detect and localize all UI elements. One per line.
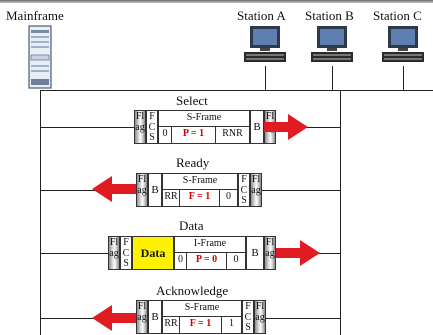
station-c-label: Station C [373, 8, 422, 23]
station-c-drop-line [403, 66, 404, 90]
select-label: Select [176, 93, 208, 108]
poll-bit-field: P = 1 [172, 127, 216, 143]
acknowledge-frame: Flag B S-Frame RR F = 1 1 FCS Flag [136, 300, 266, 334]
left-arrow-icon [92, 176, 136, 202]
right-arrow-icon [276, 240, 320, 266]
network-bus-line [40, 90, 433, 91]
data-label: Data [179, 218, 204, 233]
fcs-field: FCS [242, 300, 254, 334]
final-bit-field: F = 1 [180, 190, 220, 206]
station-c-computer-icon [382, 26, 424, 62]
frame-type-label: S-Frame [163, 174, 237, 190]
fcs-field: FCS [238, 173, 250, 207]
flag-field: Flag [264, 236, 276, 270]
address-field: B [250, 110, 264, 144]
flag-field: Flag [108, 236, 120, 270]
control-field: S-Frame RR F = 1 0 [162, 173, 238, 207]
control-subfield: 0 [220, 190, 237, 206]
station-a-drop-line [265, 66, 266, 90]
frame-type-label: S-Frame [163, 301, 241, 317]
ready-frame: Flag B S-Frame RR F = 1 0 FCS Flag [136, 173, 262, 207]
control-field: I-Frame 0 P = 0 0 [174, 236, 246, 270]
fcs-field: FCS [146, 110, 158, 144]
flag-field: Flag [250, 173, 262, 207]
left-arrow-icon [92, 305, 136, 331]
mainframe-icon [28, 25, 52, 89]
flag-field: Flag [134, 110, 146, 144]
poll-bit-field: P = 0 [187, 253, 227, 269]
station-b-drop-line [332, 66, 333, 90]
flag-field: Flag [136, 173, 148, 207]
flag-field: Flag [136, 300, 148, 334]
control-subfield: 0 [159, 127, 172, 143]
station-b-timeline [340, 90, 341, 335]
control-subfield: RR [163, 190, 180, 206]
fcs-field: FCS [120, 236, 132, 270]
address-field: B [246, 236, 264, 270]
frame-type-label: S-Frame [159, 111, 249, 127]
control-subfield: RNR [216, 127, 249, 143]
mainframe-timeline [40, 90, 41, 335]
control-subfield: 0 [227, 253, 245, 269]
select-frame: Flag FCS S-Frame 0 P = 1 RNR B Flag [134, 110, 276, 144]
address-field: B [148, 300, 162, 334]
control-subfield: 1 [222, 317, 241, 333]
station-a-computer-icon [244, 26, 286, 62]
control-field: S-Frame RR F = 1 1 [162, 300, 242, 334]
ready-label: Ready [176, 155, 210, 170]
frame-type-label: I-Frame [175, 237, 245, 253]
flag-field: Flag [254, 300, 266, 334]
data-field: Data [132, 236, 174, 270]
right-arrow-icon [264, 114, 308, 140]
mainframe-label: Mainframe [6, 8, 64, 23]
acknowledge-label: Acknowledge [156, 283, 229, 298]
final-bit-field: F = 1 [180, 317, 222, 333]
data-frame: Flag FCS Data I-Frame 0 P = 0 0 B Flag [108, 236, 276, 270]
station-b-computer-icon [311, 26, 353, 62]
control-subfield: RR [163, 317, 180, 333]
station-a-label: Station A [237, 8, 286, 23]
control-subfield: 0 [175, 253, 187, 269]
station-b-label: Station B [305, 8, 354, 23]
window-top-edge [0, 0, 433, 3]
address-field: B [148, 173, 162, 207]
control-field: S-Frame 0 P = 1 RNR [158, 110, 250, 144]
